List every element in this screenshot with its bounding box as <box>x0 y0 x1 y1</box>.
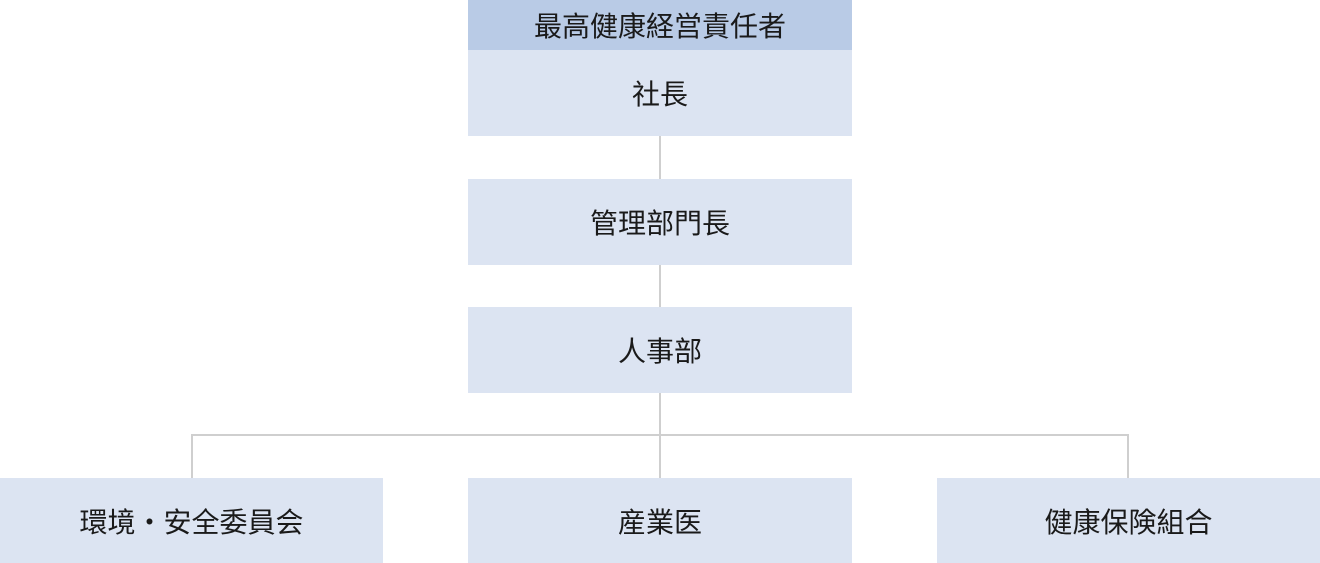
node-president-label: 社長 <box>631 78 688 111</box>
node-president: 社長 <box>468 50 852 136</box>
node-occupational-physician: 産業医 <box>468 478 852 563</box>
node-admin-head-label: 管理部門長 <box>589 207 730 240</box>
node-safety-committee-label: 環境・安全委員会 <box>79 505 304 539</box>
node-hr-label: 人事部 <box>617 335 702 368</box>
node-health-insurance-union: 健康保険組合 <box>937 478 1320 563</box>
connector-drop-right <box>1127 434 1129 478</box>
connector-admin-to-hr <box>659 265 661 307</box>
node-hr: 人事部 <box>468 307 852 393</box>
node-safety-committee: 環境・安全委員会 <box>0 478 383 563</box>
connector-president-to-admin <box>659 136 661 179</box>
node-health-insurance-union-label: 健康保険組合 <box>1044 505 1213 539</box>
connector-drop-left <box>191 434 193 478</box>
connector-branch-bar <box>191 434 1129 436</box>
node-occupational-physician-label: 産業医 <box>617 505 702 539</box>
header-label-box: 最高健康経営責任者 <box>468 0 852 50</box>
header-label: 最高健康経営責任者 <box>533 10 786 43</box>
node-admin-head: 管理部門長 <box>468 179 852 265</box>
